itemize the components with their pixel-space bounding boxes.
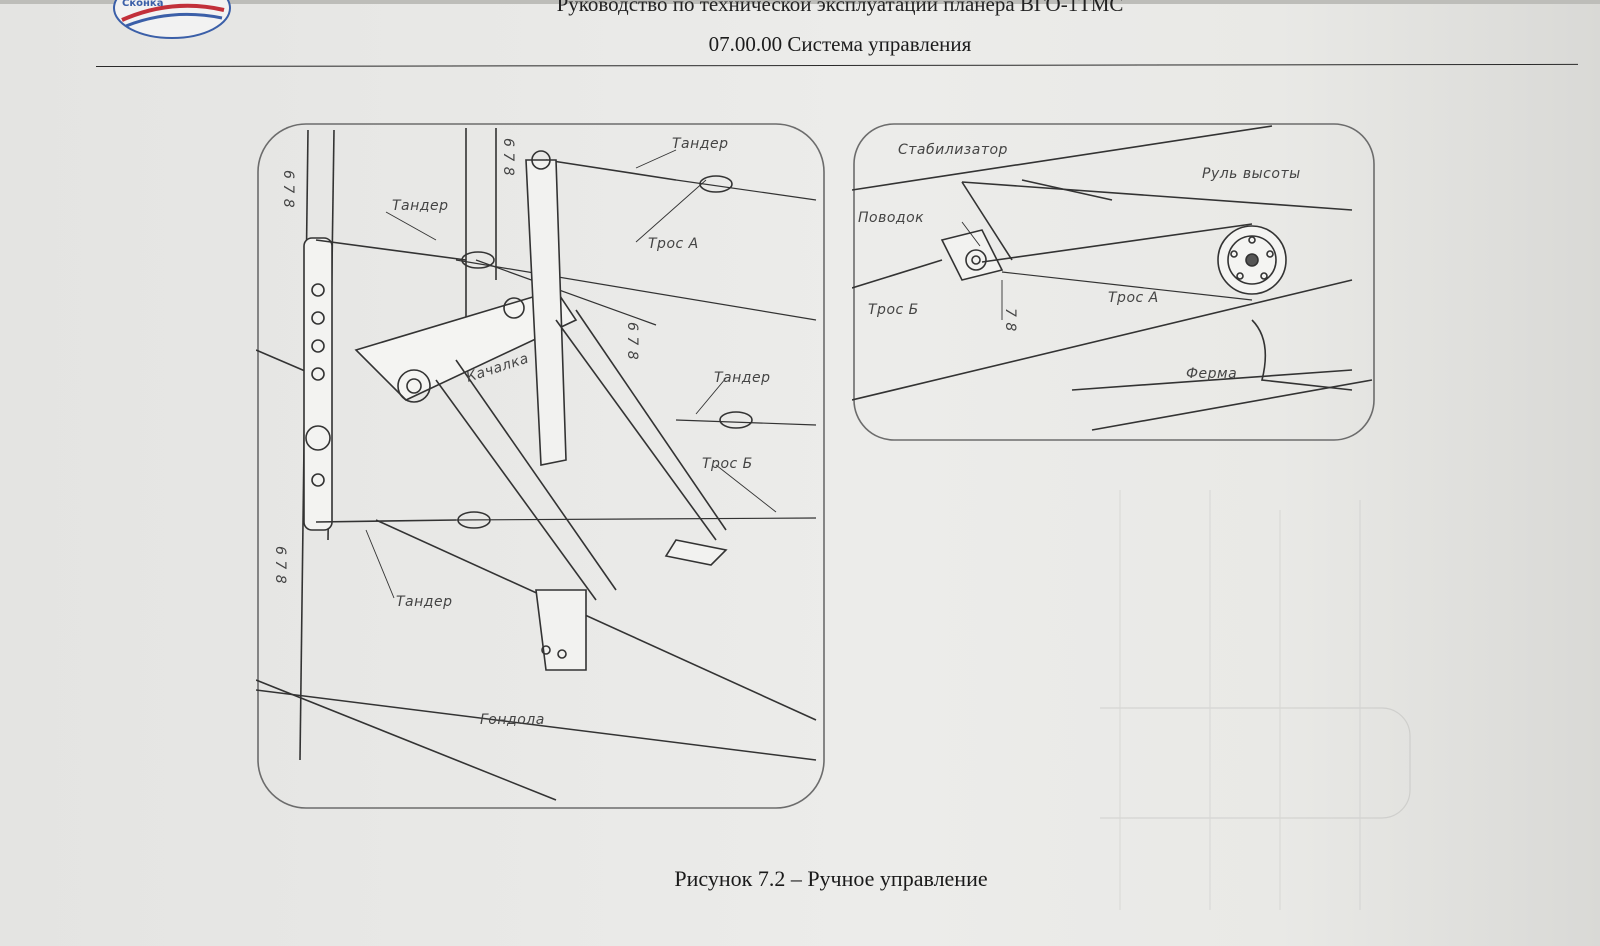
figure-elevator-linkage: Стабилизатор Руль высоты Поводок Трос Б …: [852, 123, 1375, 441]
label-tander-top: Тандер: [672, 136, 728, 152]
label-ref-right-fig: 7 8: [1002, 308, 1018, 332]
label-rul-vysoty: Руль высоты: [1202, 166, 1301, 182]
company-logo: Сконка: [113, 0, 231, 39]
document-title: Руководство по технической эксплуатации …: [556, 0, 1124, 16]
label-ref-bottom-left: 6 7 8: [272, 546, 288, 584]
label-tros-b-right: Трос Б: [868, 302, 919, 318]
label-tander-right: Тандер: [714, 370, 770, 386]
label-ref-top-mid: 6 7 8: [500, 138, 516, 176]
label-tros-b: Трос Б: [702, 456, 753, 472]
label-tros-a: Трос А: [648, 236, 699, 252]
figure-control-linkage: Тандер Тандер Трос А Качалка Тандер Трос…: [256, 123, 825, 809]
label-ref-right: 6 7 8: [624, 322, 640, 360]
header-divider: [95, 63, 1578, 67]
section-title: 07.00.00 Система управления: [708, 32, 972, 56]
label-gondola: Гондола: [480, 712, 545, 728]
show-through-background: [1100, 490, 1411, 910]
logo-text: Сконка: [122, 0, 163, 9]
label-povodok: Поводок: [858, 210, 924, 226]
label-ferma: Ферма: [1186, 366, 1237, 382]
label-tros-a-right: Трос А: [1108, 290, 1159, 306]
page-top-edge: [0, 0, 1600, 4]
figure-caption: Рисунок 7.2 – Ручное управление: [674, 866, 988, 891]
label-tander-upper-left: Тандер: [392, 198, 448, 214]
label-tander-bottom: Тандер: [396, 594, 452, 610]
label-ref-top-left: 6 7 8: [280, 170, 296, 208]
label-stabilizator: Стабилизатор: [898, 142, 1008, 158]
